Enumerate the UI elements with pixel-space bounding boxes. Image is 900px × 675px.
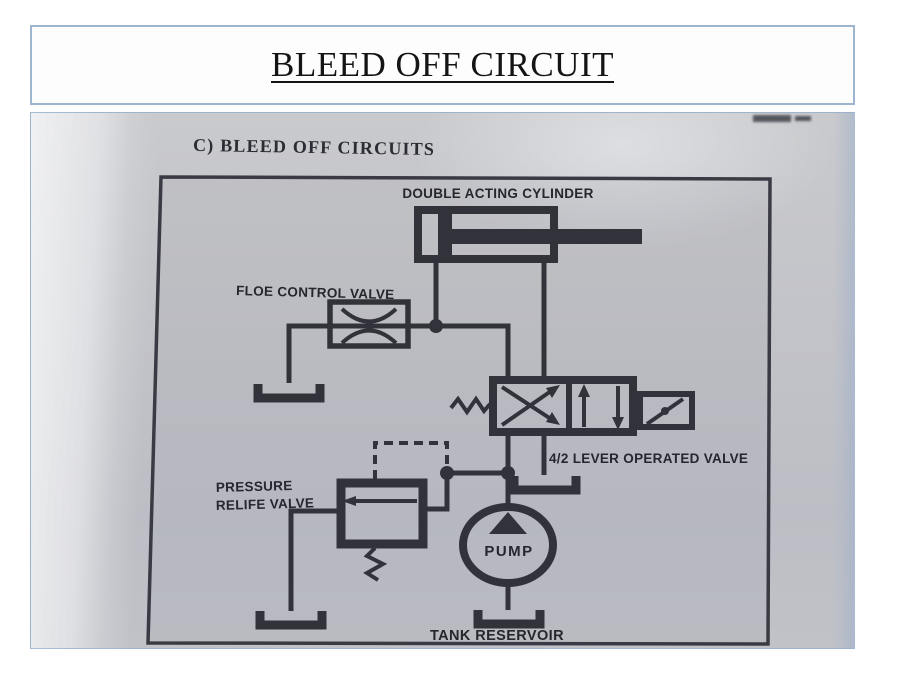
pump-outlet-triangle — [489, 512, 527, 534]
junction-dot — [440, 466, 454, 480]
flow-control-line — [286, 323, 511, 383]
arrowhead — [546, 385, 560, 398]
cylinder-piston — [438, 212, 452, 257]
relief-valve-label-line2: RELIFE VALVE — [216, 495, 315, 513]
tank-reservoir-label: TANK RESERVOIR — [430, 628, 564, 644]
pressure-relief-valve-symbol: PRESSURE RELIFE VALVE — [216, 478, 428, 582]
tank-symbol — [253, 384, 325, 403]
tank-reservoir-symbol — [473, 610, 545, 629]
spring-symbol — [449, 395, 492, 416]
lever-valve-label: 4/2 LEVER OPERATED VALVE — [549, 451, 748, 466]
cylinder-label: DOUBLE ACTING CYLINDER — [402, 186, 593, 201]
cylinder-rod — [452, 229, 642, 244]
restrictor-arc-bottom — [340, 328, 398, 345]
slide-title: BLEED OFF CIRCUIT — [271, 45, 614, 84]
flow-valve-label: FLOE CONTROL VALVE — [236, 283, 395, 302]
flow-control-valve-symbol: FLOE CONTROL VALVE — [236, 283, 411, 349]
arrowhead — [578, 384, 590, 397]
arrowhead — [342, 496, 356, 506]
tank-symbols — [253, 384, 581, 630]
pump-circle — [459, 503, 557, 587]
relief-valve-body — [336, 478, 428, 549]
tank-symbol — [255, 611, 327, 630]
crossed-arrow — [500, 387, 556, 427]
spring-symbol — [363, 546, 388, 582]
stamp-mark — [795, 116, 811, 121]
photo-heading: C) BLEED OFF CIRCUITS — [193, 135, 435, 160]
lever-actuator-box — [637, 391, 695, 430]
lever-valve-body — [489, 376, 637, 436]
double-acting-cylinder-symbol: DOUBLE ACTING CYLINDER — [402, 186, 642, 263]
hydraulic-lines — [286, 263, 547, 611]
relief-outlet-line — [427, 473, 450, 512]
hydraulic-circuit-diagram: C) BLEED OFF CIRCUITS — [146, 115, 811, 646]
diagram-frame — [146, 175, 772, 646]
tank-symbol — [509, 476, 581, 495]
restrictor-arc-top — [340, 307, 398, 324]
diagram-photo: C) BLEED OFF CIRCUITS — [30, 112, 855, 649]
crossed-arrow — [500, 385, 556, 423]
arrowhead — [546, 412, 560, 425]
stamp-mark — [753, 115, 791, 122]
lever-valve-symbol: 4/2 LEVER OPERATED VALVE — [449, 376, 748, 466]
pump-symbol: PUMP — [459, 503, 557, 587]
junction-dot — [429, 319, 443, 333]
relief-valve-label-line1: PRESSURE — [216, 478, 293, 495]
illegible-stamp — [753, 115, 811, 122]
arrowhead — [612, 417, 624, 430]
pump-label: PUMP — [484, 543, 533, 560]
lever-pivot — [661, 407, 669, 415]
relief-drain-line — [288, 508, 337, 611]
title-box: BLEED OFF CIRCUIT — [30, 25, 855, 105]
pilot-dashed-line — [373, 441, 449, 479]
flow-valve-box — [327, 299, 411, 349]
